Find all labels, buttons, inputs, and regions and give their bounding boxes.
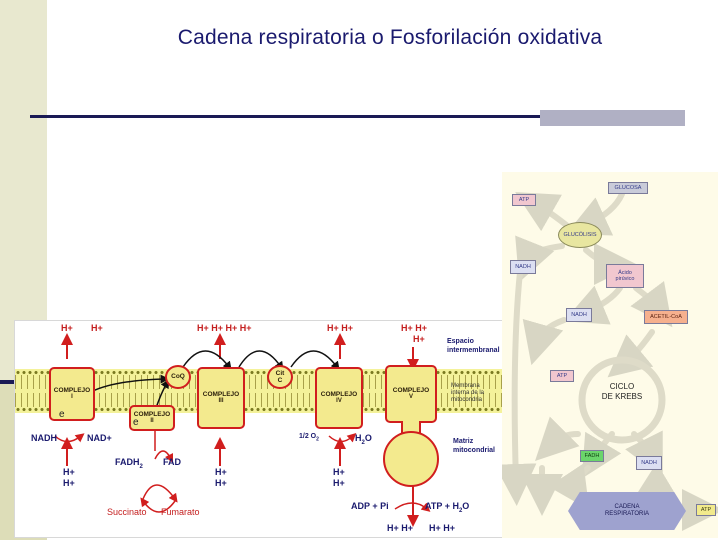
oxygen-label: 1/2 O2 [299,433,319,443]
atp-box: ATP [550,370,574,382]
proton-label: H+ [215,467,227,477]
proton-label: H+ H+ H+ H+ [197,323,252,333]
atp-box: ATP [696,504,716,516]
nadh-label: NADH [31,433,57,443]
proton-label: H+ [63,467,75,477]
adp-pi-label: ADP + Pi [351,501,389,511]
succinate-label: Succinato [107,507,147,517]
title-divider [30,115,685,118]
acetil-coa-box: ACETIL-CoA [644,310,688,324]
proton-label: H+ H+ [401,323,428,333]
proton-label: H+ [63,478,75,488]
glucosa-box: GLUCOSA [608,182,648,194]
proton-label: H+ [413,334,425,344]
nadh-box: NADH [566,308,592,322]
coenzyme-q: CoQ [165,365,191,389]
etc-arrows [54,333,431,527]
fumarate-label: Fumarato [161,507,200,517]
atp-label: ATP + H2O [425,501,470,514]
nadh-box: NADH [510,260,536,274]
electron-transport-chain-diagram: H+ H+ H+ H+ H+ H+ H+ H+ H+ H+ H+ COMPLEJ… [14,320,508,538]
atp-synthase-head [383,431,439,487]
water-label: H2O [355,433,372,446]
title-divider-accent [540,110,685,126]
atp-box: ATP [512,194,536,206]
overview-arrows [502,191,718,531]
proton-label: H+ H+ [327,323,354,333]
proton-label: H+ H+ [387,523,414,533]
glucolisis-node: GLUCÓLISIS [558,222,602,248]
fadh-box: FADH [580,450,604,462]
proton-label: H+ [333,478,345,488]
proton-label: H+ [215,478,227,488]
fad-label: FAD [163,457,181,467]
proton-label: H+ [333,467,345,477]
electron-marker: e [59,409,65,420]
electron-marker: e [133,417,139,428]
proton-label: H+ [91,323,103,333]
nad-label: NAD+ [87,433,112,443]
proton-label: H+ [61,323,73,333]
slide-title: Cadena respiratoria o Fosforilación oxid… [177,26,603,49]
nadh-box: NADH [636,456,662,470]
fadh2-label: FADH2 [115,457,143,470]
proton-label: H+ H+ [429,523,456,533]
